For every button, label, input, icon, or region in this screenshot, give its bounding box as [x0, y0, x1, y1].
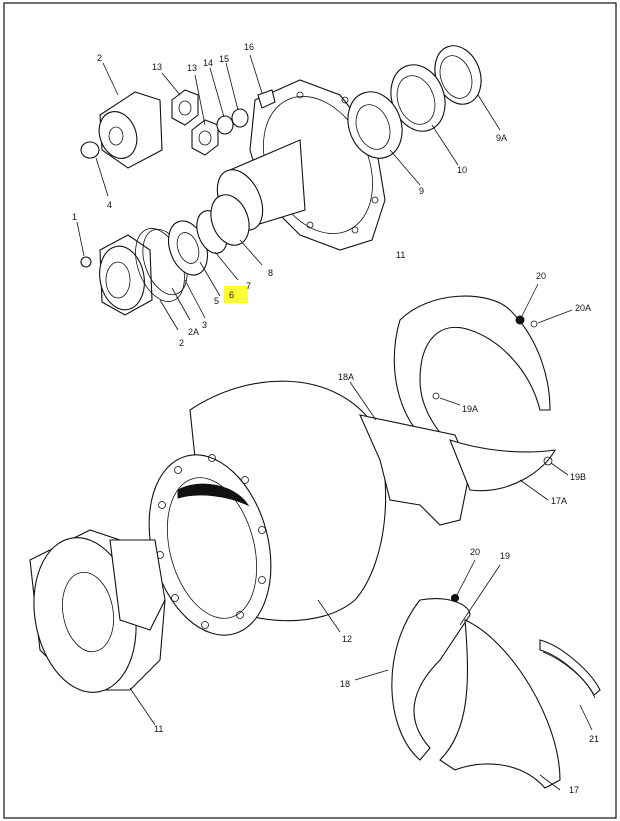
dust-shield-upper	[349, 283, 573, 526]
callout-14: 14	[203, 58, 213, 68]
callout-13b: 13	[187, 63, 197, 73]
callout-2-top: 2	[97, 53, 102, 63]
callout-9A: 9A	[496, 133, 507, 143]
callout-5: 5	[214, 296, 219, 306]
callout-6: 6	[229, 290, 234, 300]
callout-2-bottom: 2	[179, 338, 184, 348]
diagram-border	[3, 2, 617, 819]
callout-labels: 16 2 13 13 14 15 9A 10 9 4 1 11 8 7 6 5 …	[72, 42, 599, 795]
callout-19A: 19A	[462, 404, 478, 414]
brake-drum	[148, 380, 387, 636]
brake-lining	[539, 639, 601, 731]
callout-1: 1	[72, 212, 77, 222]
callout-2A: 2A	[188, 327, 199, 337]
callout-17: 17	[569, 785, 579, 795]
callout-20-bottom: 20	[470, 547, 480, 557]
wheel-stud	[249, 54, 276, 109]
callout-20A: 20A	[575, 303, 591, 313]
callout-3: 3	[202, 320, 207, 330]
bearing-races-upper	[347, 45, 501, 186]
callout-9: 9	[419, 186, 424, 196]
dust-shield-lower	[354, 559, 561, 791]
hub-cap-lower-assembly	[76, 194, 263, 331]
callout-11-top: 11	[396, 250, 405, 260]
callout-18A: 18A	[338, 372, 354, 382]
callout-10: 10	[457, 165, 467, 175]
callout-20-top: 20	[536, 271, 546, 281]
callout-16: 16	[244, 42, 254, 52]
callout-21: 21	[589, 734, 599, 744]
callout-11-bottom: 11	[154, 724, 163, 734]
callout-4: 4	[107, 200, 112, 210]
callout-17A: 17A	[551, 496, 567, 506]
callout-19: 19	[500, 551, 510, 561]
callout-13a: 13	[152, 62, 162, 72]
callout-15: 15	[219, 54, 229, 64]
callout-18: 18	[340, 679, 350, 689]
hub-lower	[29, 529, 166, 726]
callout-7: 7	[246, 281, 251, 291]
nuts-washers	[161, 62, 249, 156]
callout-8: 8	[268, 268, 273, 278]
callout-19B: 19B	[570, 472, 586, 482]
callout-6-highlight	[224, 286, 248, 303]
callout-12: 12	[342, 634, 352, 644]
hub-cap-top	[80, 62, 163, 197]
